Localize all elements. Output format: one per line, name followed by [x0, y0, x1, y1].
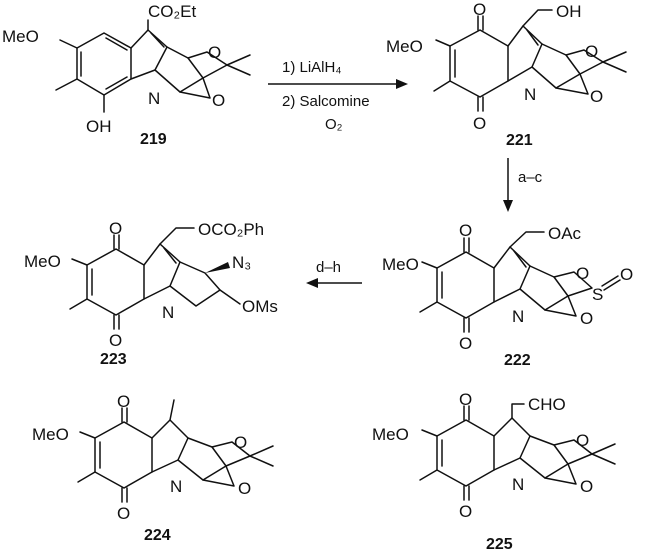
- oxygen-label: O: [109, 219, 122, 238]
- oxygen-label: O: [109, 331, 122, 350]
- compound-label-222: 222: [504, 352, 531, 369]
- compound-219: CO₂Et MeO OH N O O 219: [2, 2, 251, 148]
- nitrogen-label: N: [512, 475, 524, 494]
- reaction-arrow-step1: 1) LiAlH₄ 2) Salcomine O₂: [268, 59, 408, 133]
- reaction-arrow-step3: d–h: [306, 259, 362, 288]
- nitrogen-label: N: [162, 303, 174, 322]
- oxygen-label: O: [590, 87, 603, 106]
- compound-label-225: 225: [486, 536, 513, 553]
- oxygen-label: O: [585, 42, 598, 61]
- nitrogen-label: N: [524, 85, 536, 104]
- oxygen-label: O: [459, 502, 472, 521]
- oxygen-label: O: [459, 390, 472, 409]
- oxygen-label: O: [576, 264, 589, 283]
- step1-reagent-line2: 2) Salcomine: [282, 93, 370, 110]
- hydroxyl-label: OH: [556, 2, 582, 21]
- oxygen-label: O: [459, 334, 472, 353]
- methoxy-label: MeO: [32, 425, 69, 444]
- hydroxyl-label: OH: [86, 117, 112, 136]
- step3-reagent: d–h: [316, 259, 341, 276]
- compound-224: O O MeO N O O 224: [32, 392, 274, 544]
- azide-label: N₃: [232, 253, 251, 272]
- compound-221: O O OH MeO N O O 221: [386, 0, 627, 149]
- oxygen-label: O: [580, 477, 593, 496]
- methoxy-label: MeO: [372, 425, 409, 444]
- oxygen-label: O: [473, 0, 486, 19]
- compound-225: O O CHO MeO N O O 225: [372, 390, 616, 553]
- oxygen-label: O: [212, 91, 225, 110]
- step1-reagent-line3: O₂: [325, 116, 343, 133]
- acetoxy-label: OAc: [548, 224, 582, 243]
- oxygen-label: O: [117, 504, 130, 523]
- compound-label-224: 224: [144, 527, 171, 544]
- compound-label-221: 221: [506, 132, 533, 149]
- methoxy-label: MeO: [382, 255, 419, 274]
- oxygen-label: O: [234, 433, 247, 452]
- compound-223: O O OCO₂Ph MeO N N₃ OMs 223: [24, 219, 278, 368]
- compound-label-219: 219: [140, 131, 167, 148]
- oxygen-label: O: [208, 43, 221, 62]
- sulfur-label: S: [592, 285, 603, 304]
- mesylate-label: OMs: [242, 297, 278, 316]
- oxygen-label: O: [473, 114, 486, 133]
- carbonate-label: OCO₂Ph: [198, 220, 264, 239]
- aldehyde-label: CHO: [528, 395, 566, 414]
- oxygen-label: O: [238, 479, 251, 498]
- compound-222: O O OAc MeO N O O S O 222: [382, 221, 633, 369]
- nitrogen-label: N: [170, 477, 182, 496]
- compound-label-223: 223: [100, 351, 127, 368]
- step2-reagent: a–c: [518, 169, 543, 186]
- step1-reagent-line1: 1) LiAlH₄: [282, 59, 341, 76]
- oxygen-label: O: [576, 431, 589, 450]
- oxygen-label: O: [580, 309, 593, 328]
- oxygen-label: O: [117, 392, 130, 411]
- ester-label: CO₂Et: [148, 2, 196, 21]
- oxygen-label: O: [459, 221, 472, 240]
- methoxy-label: MeO: [386, 37, 423, 56]
- reaction-arrow-step2: a–c: [503, 158, 543, 212]
- oxygen-label: O: [620, 265, 633, 284]
- nitrogen-label: N: [512, 307, 524, 326]
- methoxy-label: MeO: [24, 252, 61, 271]
- nitrogen-label: N: [148, 89, 160, 108]
- methoxy-label: MeO: [2, 27, 39, 46]
